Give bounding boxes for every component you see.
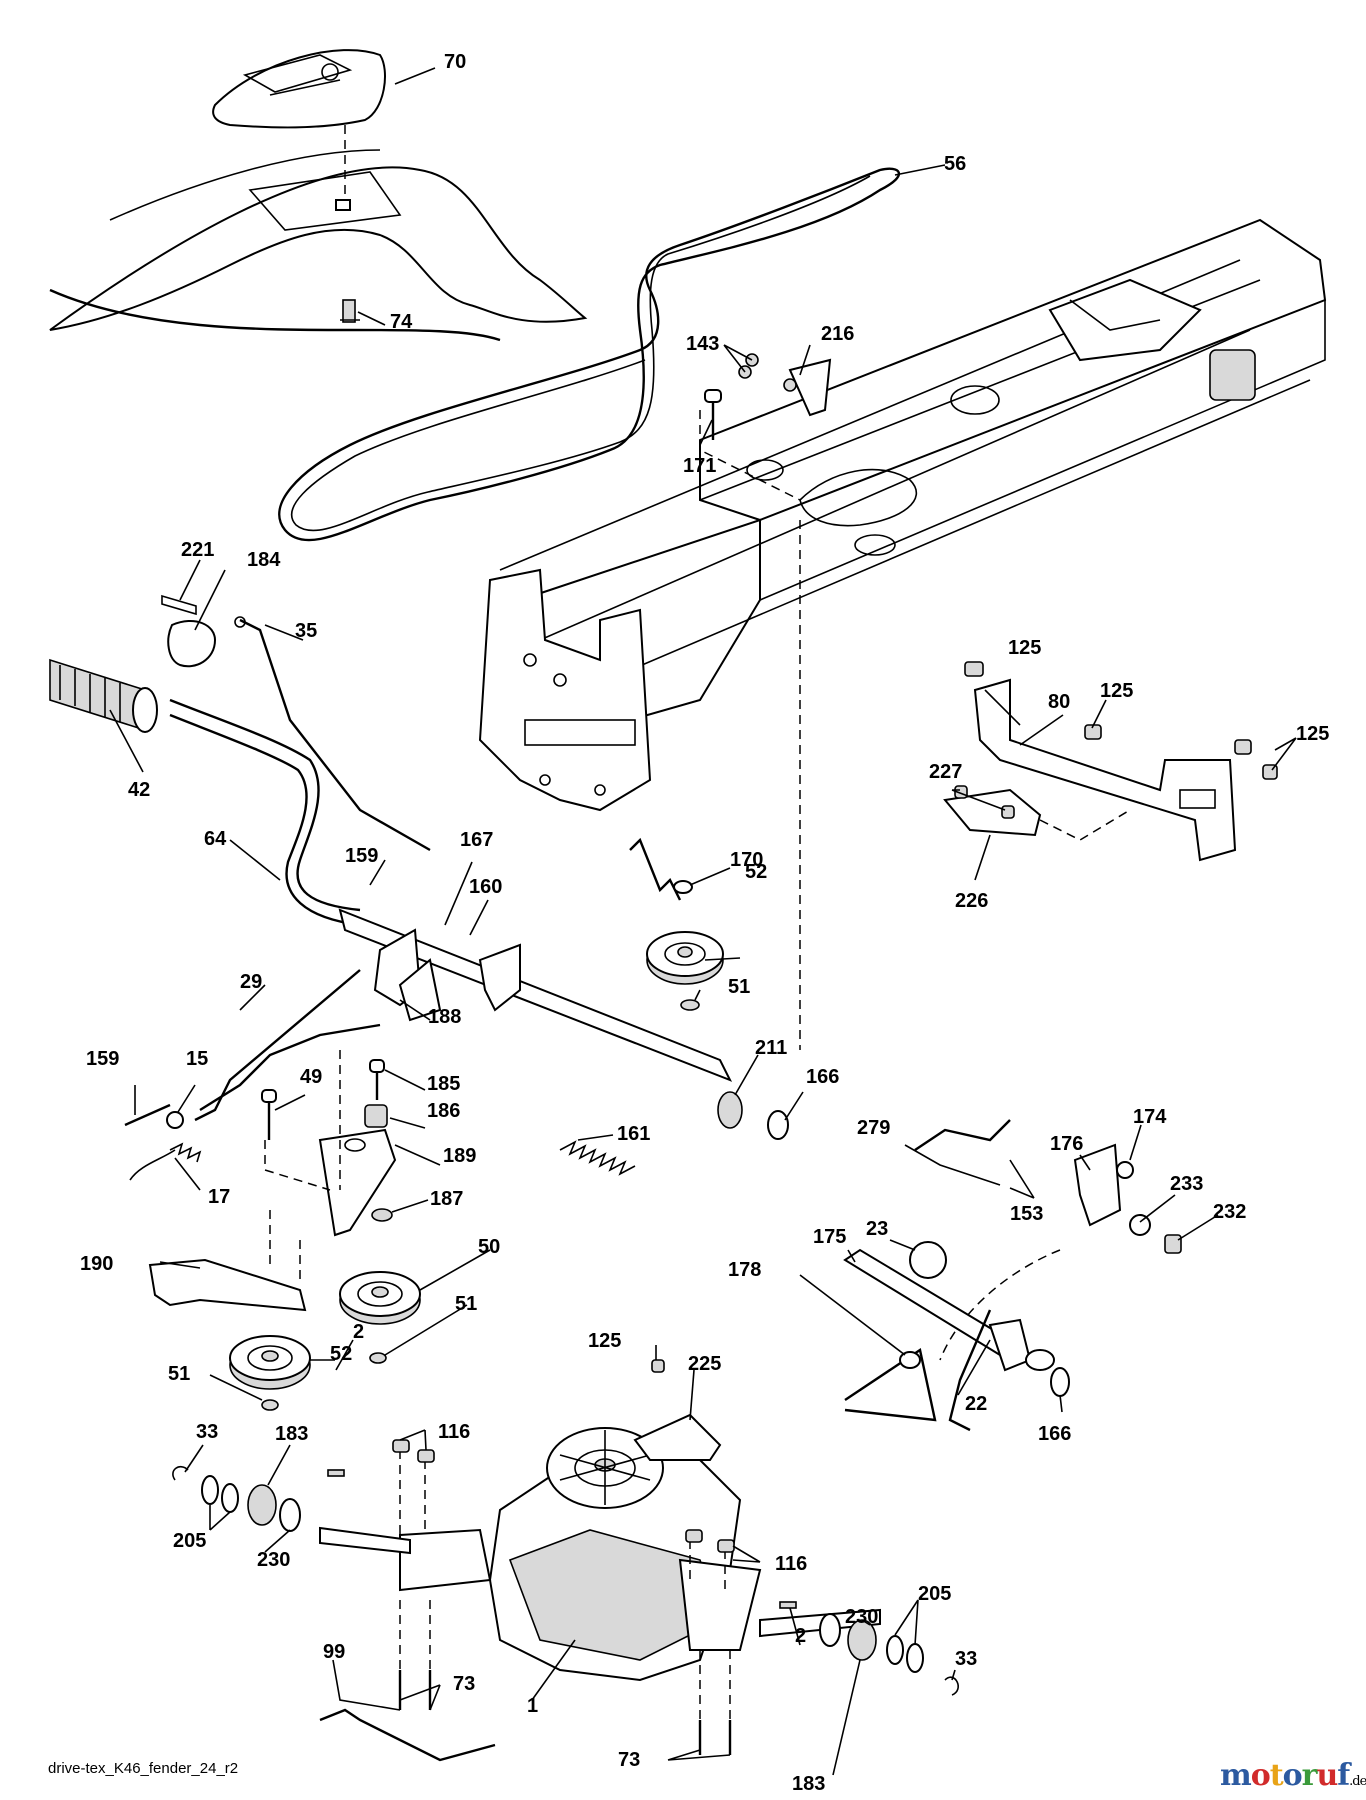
part-label: 221 [181, 539, 214, 561]
part-label: 188 [428, 1006, 461, 1028]
fender-drawing [49, 149, 588, 342]
watermark-logo: motoruf.de [1220, 1758, 1366, 1793]
part-label: 185 [427, 1073, 460, 1095]
pulley-52-left-drawing [229, 1335, 311, 1390]
part-label: 73 [453, 1673, 475, 1695]
part-label: 17 [208, 1186, 230, 1208]
part-label: 216 [821, 323, 854, 345]
part-label: 2 [795, 1625, 806, 1647]
part-label: 230 [257, 1549, 290, 1571]
part-label: 33 [196, 1421, 218, 1443]
pulley-50-drawing [339, 1271, 421, 1325]
part-label: 183 [275, 1423, 308, 1445]
part-label: 166 [806, 1066, 839, 1088]
part-number-labels: 70 56 74 143 216 171 221 184 35 42 64 15… [80, 51, 1329, 1795]
part-label: 226 [955, 890, 988, 912]
part-label: 29 [240, 971, 262, 993]
diagram-caption: drive-tex_K46_fender_24_r2 [48, 1760, 239, 1777]
part-label: 116 [438, 1421, 470, 1443]
part-label: 187 [430, 1188, 463, 1210]
rod-35-drawing [234, 616, 431, 852]
part-label: 184 [247, 549, 281, 571]
part-label: 56 [944, 153, 966, 175]
bolt-74-drawing [340, 299, 360, 323]
bolt-171-drawing [704, 389, 722, 440]
part-label: 51 [455, 1293, 477, 1315]
part-label: 159 [345, 845, 378, 867]
pulley-52-right-drawing [646, 931, 724, 985]
transaxle-drawing [319, 1427, 881, 1682]
part-label: 116 [775, 1553, 807, 1575]
part-label: 64 [204, 828, 227, 850]
part-label: 227 [929, 761, 962, 783]
watermark-suffix: .de [1349, 1774, 1366, 1789]
part-label: 205 [173, 1530, 206, 1552]
part-label: 166 [1038, 1423, 1071, 1445]
part-label: 70 [444, 51, 466, 73]
leader-lines [109, 67, 1297, 1776]
part-label: 232 [1213, 1201, 1246, 1223]
part-label: 159 [86, 1048, 119, 1070]
part-label: 15 [186, 1048, 208, 1070]
shift-lever-64-drawing [169, 698, 361, 927]
part-label: 125 [1008, 637, 1041, 659]
part-label: 51 [168, 1363, 190, 1385]
part-label: 50 [478, 1236, 500, 1258]
part-label: 125 [1100, 680, 1133, 702]
part-label: 52 [745, 861, 767, 883]
part-label: 52 [330, 1343, 352, 1365]
part-label: 161 [617, 1123, 650, 1145]
part-label: 51 [728, 976, 750, 998]
part-label: 174 [1133, 1106, 1167, 1128]
part-label: 175 [813, 1226, 846, 1248]
part-label: 125 [1296, 723, 1329, 745]
part-label: 225 [688, 1353, 721, 1375]
part-label: 42 [128, 779, 150, 801]
part-label: 49 [300, 1066, 322, 1088]
cross-shaft-188-drawing [338, 908, 733, 1082]
part-label: 189 [443, 1145, 476, 1167]
part-label: 143 [686, 333, 719, 355]
part-label: 178 [728, 1259, 761, 1281]
part-label: 186 [427, 1100, 460, 1122]
frame-drawing [478, 218, 1327, 812]
part-label: 190 [80, 1253, 113, 1275]
part-label: 22 [965, 1393, 987, 1415]
part-label: 125 [588, 1330, 621, 1352]
part-label: 233 [1170, 1173, 1203, 1195]
part-label: 230 [845, 1606, 878, 1628]
brake-shaft-drawing [843, 1248, 1055, 1432]
part-label: 73 [618, 1749, 640, 1771]
part-label: 99 [323, 1641, 345, 1663]
part-label: 205 [918, 1583, 951, 1605]
part-label: 211 [755, 1037, 787, 1059]
part-label: 176 [1050, 1133, 1083, 1155]
grip-42-drawing [49, 658, 158, 733]
part-label: 183 [792, 1773, 825, 1795]
part-label: 74 [390, 311, 413, 333]
part-label: 80 [1048, 691, 1070, 713]
part-label: 171 [683, 455, 716, 477]
part-label: 1 [527, 1695, 538, 1717]
watermark-main: motoruf [1220, 1758, 1350, 1793]
part-label: 279 [857, 1117, 890, 1139]
part-label: 160 [469, 876, 502, 898]
part-label: 35 [295, 620, 317, 642]
part-label: 23 [866, 1218, 888, 1240]
part-label: 167 [460, 829, 493, 851]
drive-belt-drawing [278, 167, 901, 542]
part-label: 170 [730, 849, 763, 871]
part-label: 33 [955, 1648, 977, 1670]
fender-cover-drawing [212, 49, 386, 129]
part-label: 2 [353, 1321, 364, 1343]
part-label: 153 [1010, 1203, 1043, 1225]
idler-arm-189-drawing [318, 1059, 397, 1237]
